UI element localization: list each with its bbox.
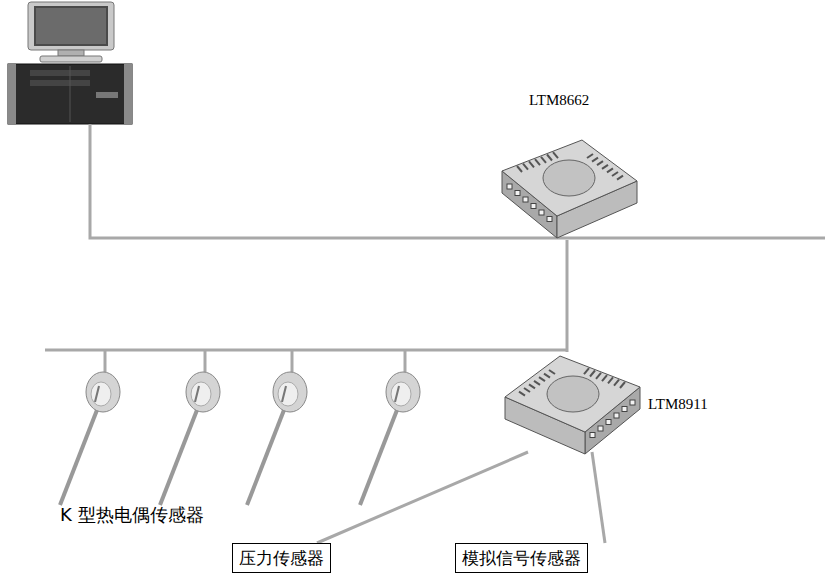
connector-wire: [592, 452, 605, 543]
gateway-module: LTM8662: [495, 92, 645, 240]
module-label: LTM8911: [648, 396, 708, 413]
box-label: 模拟信号传感器: [456, 544, 587, 572]
connector-wire: [317, 452, 528, 543]
thermocouple-sensors: [60, 350, 420, 505]
computer-icon: [8, 2, 132, 124]
bus-wire: [45, 124, 825, 350]
module-icon: [497, 136, 643, 240]
connector-wire: [566, 240, 569, 352]
module-icon: [500, 352, 646, 456]
box-label: 压力传感器: [233, 544, 330, 572]
acquisition-module: LTM8911: [500, 352, 710, 452]
sensor-box: 模拟信号传感器: [455, 543, 588, 573]
module-label: LTM8662: [529, 92, 589, 109]
sensor-caption: K 型热电偶传感器: [60, 503, 204, 527]
sensor-box: 压力传感器: [232, 543, 331, 573]
